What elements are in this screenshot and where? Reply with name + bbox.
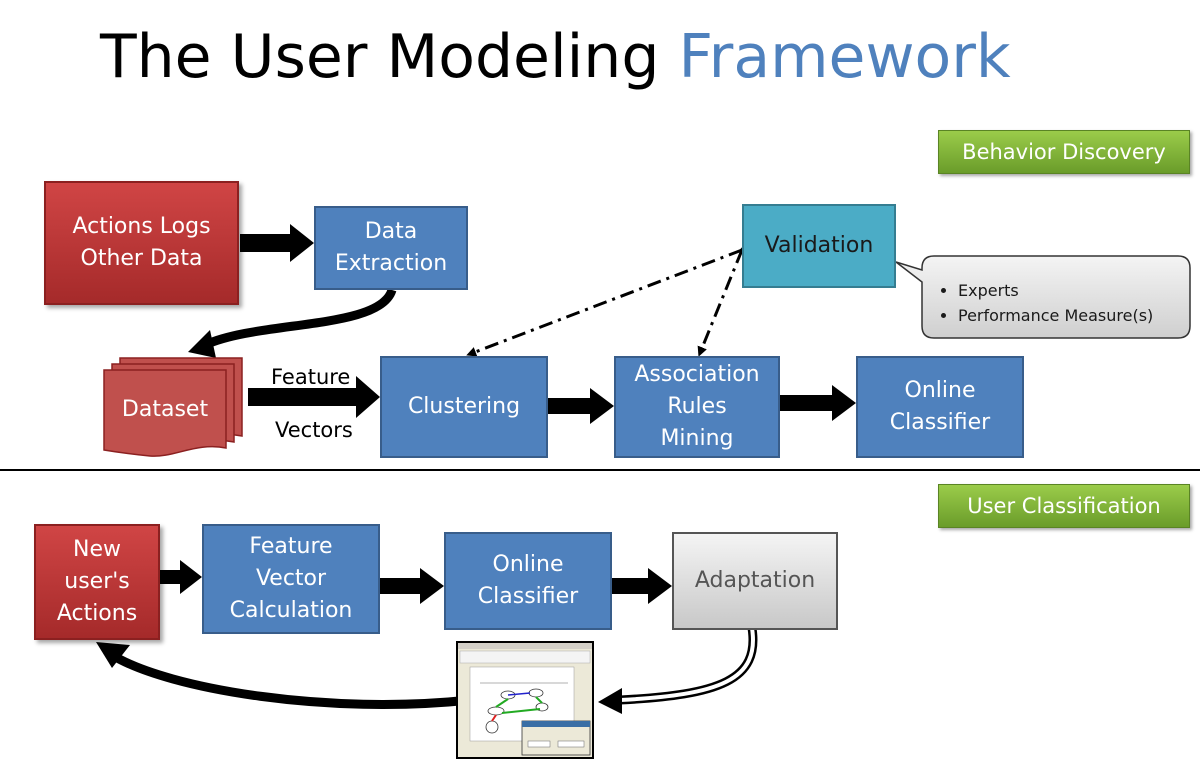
clustering-box: Clustering [380, 356, 548, 458]
title-accent: Framework [678, 22, 1011, 92]
arrow-logs-to-extraction [240, 224, 314, 262]
callout-item: Experts [958, 278, 1153, 303]
feature-label: Feature [271, 365, 351, 389]
feature-vector-calculation-box: Feature Vector Calculation [202, 524, 380, 634]
arrow-extraction-to-dataset [203, 288, 397, 350]
dashdot-validation-association [697, 249, 744, 357]
callout-item: Performance Measure(s) [958, 303, 1153, 328]
section-badge-behavior-discovery: Behavior Discovery [938, 130, 1190, 174]
arrow-return-to-new-actions [109, 651, 471, 709]
arrow-dataset-to-clustering [248, 376, 380, 418]
screenshot-thumbnail [456, 641, 594, 759]
arrow-association-to-classifier [780, 385, 856, 421]
validation-box: Validation [742, 204, 896, 288]
arrow-feature-to-classifier [380, 568, 444, 604]
new-user-actions-box: New user's Actions [34, 524, 160, 640]
data-extraction-box: Data Extraction [314, 206, 468, 290]
online-classifier-box: Online Classifier [856, 356, 1024, 458]
classification-online-classifier-box: Online Classifier [444, 532, 612, 630]
arrow-classifier-to-adaptation [612, 568, 672, 604]
arrow-clustering-to-association [548, 388, 614, 424]
dataset-label: Dataset [121, 397, 209, 422]
association-rules-box: Association Rules Mining [614, 356, 780, 458]
arrow-new-to-feature [160, 560, 202, 594]
adaptation-box: Adaptation [672, 532, 838, 630]
section-badge-user-classification: User Classification [938, 484, 1190, 528]
screenshot-thumbnail-graphic [458, 643, 592, 757]
slide-title: The User Modeling Framework [100, 22, 1011, 92]
callout-bubble [895, 255, 1191, 339]
vectors-label: Vectors [275, 418, 353, 442]
callout-list: Experts Performance Measure(s) [936, 278, 1153, 328]
title-main: The User Modeling [100, 22, 660, 92]
actions-logs-box: Actions Logs Other Data [44, 181, 239, 305]
dashdot-validation-clustering [466, 243, 750, 357]
